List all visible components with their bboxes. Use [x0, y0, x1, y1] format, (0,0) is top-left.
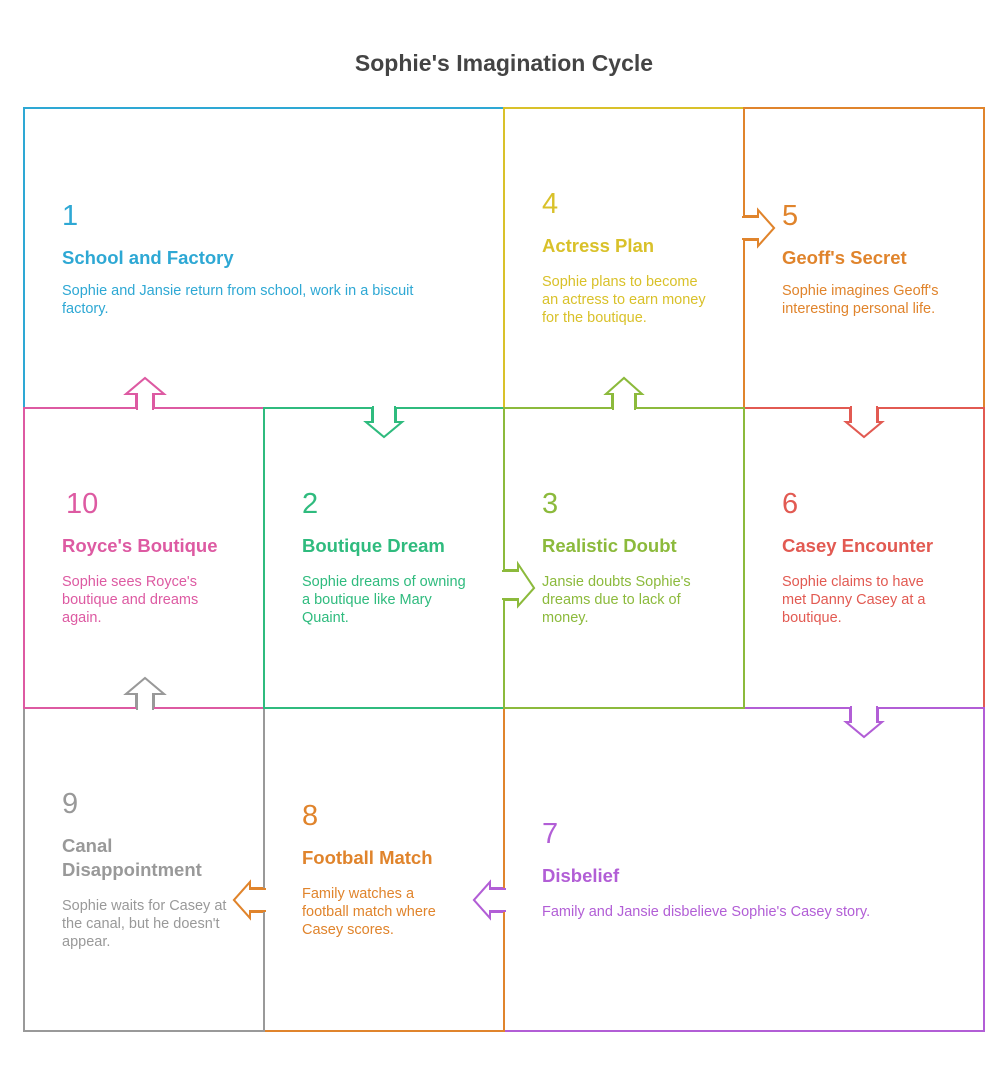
- step-8-number: 8: [302, 800, 319, 832]
- border-step-3: [503, 407, 745, 709]
- step-9-number: 9: [62, 788, 79, 820]
- arrowhead-8-to-9: [232, 879, 266, 921]
- arrowhead-9-to-10: [123, 676, 167, 710]
- step-1-heading: School and Factory: [62, 247, 234, 268]
- step-1-number: 1: [62, 200, 79, 232]
- step-4-description: Sophie plans to become an actress to ear…: [542, 274, 706, 326]
- step-7-heading: Disbelief: [542, 865, 620, 886]
- arrowhead-2-to-3: [502, 560, 536, 609]
- step-3-number: 3: [542, 488, 559, 520]
- arrowhead-3-to-4: [603, 376, 645, 410]
- border-step-4: [503, 107, 745, 408]
- border-step-5: [743, 107, 985, 409]
- arrowhead-10-to-1: [123, 376, 167, 410]
- step-6-description: Sophie claims to have met Danny Casey at…: [782, 574, 926, 626]
- arrowhead-4-to-5: [742, 207, 776, 249]
- step-10-number: 10: [66, 488, 99, 520]
- step-2-heading: Boutique Dream: [302, 535, 445, 556]
- border-step-2: [263, 407, 505, 709]
- step-1-description: Sophie and Jansie return from school, wo…: [62, 283, 414, 317]
- step-6-heading: Casey Encounter: [782, 535, 934, 556]
- step-2-description: Sophie dreams of owning a boutique like …: [302, 574, 466, 626]
- step-3-description: Jansie doubts Sophie's dreams due to lac…: [542, 574, 691, 626]
- diagram-title: Sophie's Imagination Cycle: [354, 50, 654, 76]
- step-8-heading: Football Match: [302, 847, 433, 868]
- step-3-heading: Realistic Doubt: [542, 535, 677, 556]
- step-5-heading: Geoff's Secret: [782, 247, 907, 268]
- arrowhead-6-to-7: [843, 706, 885, 739]
- step-4-heading: Actress Plan: [542, 235, 655, 256]
- step-7-description: Family and Jansie disbelieve Sophie's Ca…: [542, 904, 871, 920]
- step-10-description: Sophie sees Royce's boutique and dreams …: [62, 574, 199, 626]
- step-5-number: 5: [782, 200, 799, 232]
- border-step-10: [23, 407, 265, 709]
- step-9-description: Sophie waits for Casey at the canal, but…: [62, 898, 227, 950]
- arrowhead-7-to-8: [472, 879, 506, 921]
- step-8-description: Family watches a football match where Ca…: [302, 886, 436, 938]
- step-6-number: 6: [782, 488, 799, 520]
- step-4-number: 4: [542, 188, 559, 220]
- step-7-number: 7: [542, 818, 559, 850]
- arrowhead-5-to-6: [843, 406, 885, 439]
- border-step-6: [743, 407, 985, 709]
- step-10-heading: Royce's Boutique: [62, 535, 218, 556]
- arrowhead-1-to-2: [363, 406, 405, 439]
- step-5-description: Sophie imagines Geoff's interesting pers…: [782, 283, 939, 317]
- step-2-number: 2: [302, 488, 319, 520]
- step-9-heading: Canal Disappointment: [62, 835, 202, 880]
